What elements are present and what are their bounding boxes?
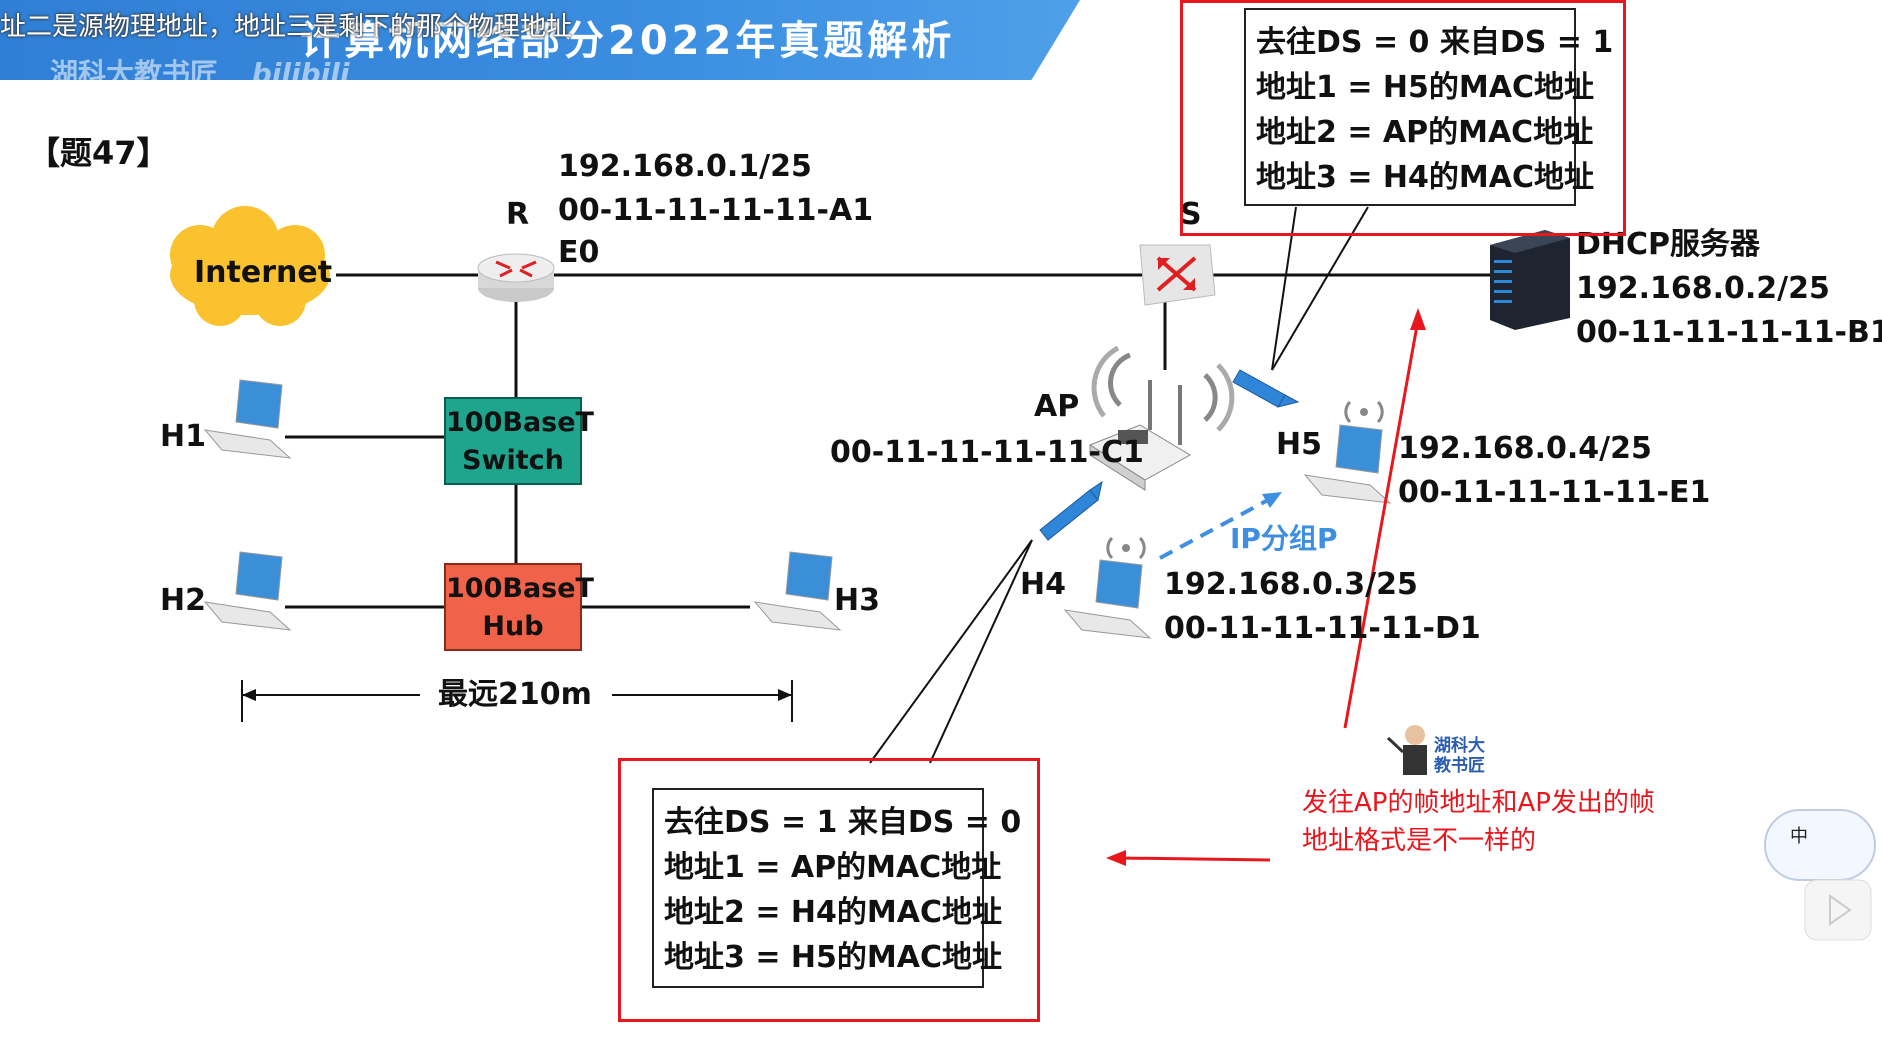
- ap-mac: 00-11-11-11-11-C1: [830, 435, 1144, 470]
- annotation-arrow-left: [1119, 856, 1271, 862]
- h1-label: H1: [160, 419, 206, 454]
- annotation-note: 发往AP的帧地址和AP发出的帧 地址格式是不一样的: [1302, 784, 1655, 860]
- top-frame-line1: 去往DS = 0 来自DS = 1: [1256, 25, 1614, 60]
- hub-box-line1: 100BaseT: [446, 573, 594, 604]
- teacher-avatar-icon: [1386, 725, 1427, 775]
- dhcp-ip: 192.168.0.2/25: [1576, 271, 1830, 306]
- bottom-frame-info: 去往DS = 1 来自DS = 0 地址1 = AP的MAC地址 地址2 = H…: [652, 788, 1022, 988]
- switch-box-line2: Switch: [462, 445, 564, 476]
- callout-bottom-line1: [869, 539, 1033, 764]
- packet-arrow-icon: [1262, 492, 1282, 508]
- h5-mac: 00-11-11-11-11-E1: [1398, 475, 1711, 510]
- router-mac: 00-11-11-11-11-A1: [558, 193, 874, 228]
- access-point-icon: [1088, 345, 1235, 491]
- switch-box: 100BaseT Switch: [444, 397, 594, 485]
- teacher-label: 湖科大 教书匠: [1434, 736, 1485, 776]
- hub-box-line2: Hub: [482, 611, 544, 642]
- laptop-h5-icon: [1303, 400, 1392, 504]
- hub-box: 100BaseT Hub: [444, 563, 594, 651]
- top-highlight-frame: [1180, 0, 1626, 236]
- bilibili-logo: bilibili: [251, 57, 350, 90]
- h4-label: H4: [1020, 567, 1066, 602]
- dhcp-mac: 00-11-11-11-11-B1: [1576, 315, 1882, 350]
- bottom-frame-line4: 地址3 = H5的MAC地址: [664, 940, 1002, 975]
- router-port: E0: [558, 235, 600, 270]
- packet-path: [1159, 498, 1269, 560]
- bottom-frame-line1: 去往DS = 1 来自DS = 0: [664, 805, 1022, 840]
- laptop-h2-icon: [203, 551, 292, 631]
- switch-icon: [1139, 244, 1216, 306]
- top-frame-line4: 地址3 = H4的MAC地址: [1256, 160, 1594, 195]
- router-ip: 192.168.0.1/25: [558, 149, 812, 184]
- h3-label: H3: [834, 583, 880, 618]
- switch-box-line1: 100BaseT: [446, 407, 594, 438]
- arrow-left-icon: [242, 689, 256, 701]
- bottom-highlight-frame: [618, 758, 1040, 1022]
- internet-label: Internet: [194, 255, 333, 290]
- laptop-h4-icon: [1063, 536, 1152, 639]
- arrow-right-icon: [778, 689, 792, 701]
- annotation-line1: 发往AP的帧地址和AP发出的帧: [1302, 788, 1655, 818]
- banner-title: 计算机网络部分2022年真题解析: [300, 18, 956, 64]
- teacher-label-line2: 教书匠: [1434, 756, 1485, 776]
- annotation-arrow-up: [1343, 319, 1420, 729]
- h2-label: H2: [160, 583, 206, 618]
- laptop-h3-icon: [753, 551, 842, 631]
- bottom-frame-line3: 地址2 = H4的MAC地址: [664, 895, 1002, 930]
- teacher-label-line1: 湖科大: [1434, 736, 1485, 756]
- subtitle-caption: 址二是源物理地址，地址三是剩下的那个物理地址: [0, 12, 573, 42]
- input-method-icon[interactable]: 中: [1790, 826, 1808, 847]
- banner-subtitle: 湖科大教书匠 bilibili: [50, 52, 349, 92]
- arrow-left-red-icon: [1106, 850, 1126, 866]
- callout-bottom-line2: [929, 539, 1033, 764]
- cloud-icon: [170, 206, 330, 326]
- frame-arrow-h5-icon: [1232, 369, 1300, 408]
- router-icon: [477, 253, 555, 302]
- h5-label: H5: [1276, 427, 1322, 462]
- question-number: 【题47】: [28, 134, 169, 172]
- h5-ip: 192.168.0.4/25: [1398, 431, 1652, 466]
- router-name: R: [506, 197, 530, 232]
- server-icon: [1490, 230, 1570, 330]
- h4-mac: 00-11-11-11-11-D1: [1164, 611, 1481, 646]
- top-frame-info: 去往DS = 0 来自DS = 1 地址1 = H5的MAC地址 地址2 = A…: [1244, 8, 1614, 206]
- frame-arrow-ap-icon: [1039, 480, 1103, 541]
- arrow-up-icon: [1410, 308, 1426, 330]
- top-frame-line2: 地址1 = H5的MAC地址: [1256, 70, 1594, 105]
- top-frame-line3: 地址2 = AP的MAC地址: [1256, 115, 1594, 150]
- distance-label: 最远210m: [438, 677, 592, 712]
- switch-name: S: [1180, 197, 1202, 232]
- channel-name: 湖科大教书匠: [50, 57, 219, 90]
- bottom-frame-line2: 地址1 = AP的MAC地址: [664, 850, 1002, 885]
- h4-ip: 192.168.0.3/25: [1164, 567, 1418, 602]
- player-widget-icon: [1764, 809, 1876, 941]
- packet-label: IP分组P: [1230, 522, 1338, 555]
- title-banner: [0, 0, 1080, 80]
- ap-name: AP: [1034, 389, 1080, 424]
- laptop-h1-icon: [203, 379, 292, 459]
- annotation-line2: 地址格式是不一样的: [1302, 826, 1537, 856]
